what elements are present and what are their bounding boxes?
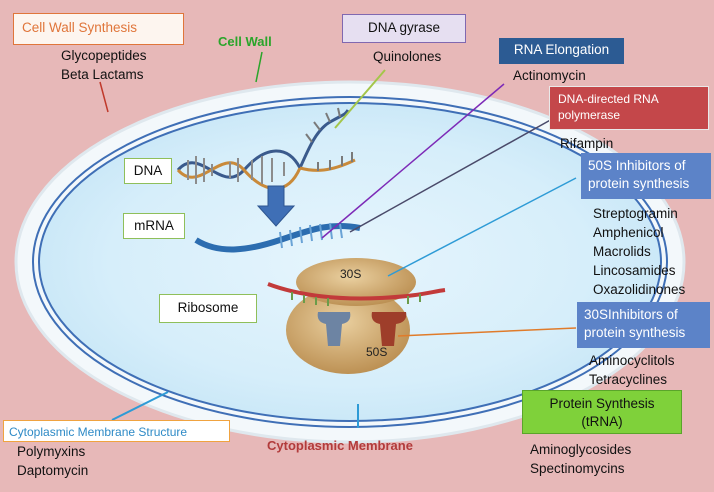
- pointer-50s-inhibitors: [387, 177, 577, 277]
- drug-aminocyclitols: Aminocyclitols: [589, 353, 675, 368]
- drug-actinomycin: Actinomycin: [513, 68, 586, 83]
- cell-wall-synthesis-drugs: Glycopeptides Beta Lactams: [61, 46, 147, 84]
- ribosome-30s-subunit: [296, 258, 416, 306]
- drug-oxazolidinones: Oxazolidinones: [593, 282, 686, 297]
- trna-red: [371, 312, 407, 346]
- ribosome-50s-subunit: [286, 286, 410, 374]
- protein-synthesis-box: Protein Synthesis (tRNA): [522, 390, 682, 434]
- inhibitors-50s-drugs: Streptogramin Amphenicol Macrolids Linco…: [593, 204, 685, 299]
- cytoplasmic-membrane-outer: [32, 96, 668, 428]
- membrane-structure-box: Cytoplasmic Membrane Structure: [3, 420, 230, 442]
- cytoplasmic-membrane-label: Cytoplasmic Membrane: [267, 438, 413, 453]
- mrna-label: mRNA: [123, 213, 185, 239]
- rna-elongation-box: RNA Elongation: [499, 38, 624, 64]
- drug-glycopeptides: Glycopeptides: [61, 48, 147, 63]
- drug-lincosamides: Lincosamides: [593, 263, 676, 278]
- drug-rifampin: Rifampin: [560, 136, 614, 151]
- drug-aminoglycosides: Aminoglycosides: [530, 442, 632, 457]
- pointer-rna-polymerase: [349, 117, 555, 233]
- pointer-dna-gyrase: [334, 69, 386, 129]
- drug-polymyxins: Polymyxins: [17, 444, 86, 459]
- membrane-structure-drugs: Polymyxins Daptomycin: [17, 442, 88, 480]
- ribosome: [267, 258, 446, 374]
- cell-wall-label: Cell Wall: [218, 34, 272, 49]
- drug-tetracyclines: Tetracyclines: [589, 372, 668, 387]
- inhibitors-30s-drugs: Aminocyclitols Tetracyclines: [589, 351, 675, 389]
- trna-blue: [317, 312, 351, 346]
- drug-macrolids: Macrolids: [593, 244, 651, 259]
- pointer-cell-wall: [255, 51, 263, 83]
- inhibitors-50s-box: 50S Inhibitors of protein synthesis: [581, 153, 711, 199]
- ribosome-label: Ribosome: [159, 294, 257, 323]
- pointer-30s-inhibitors: [397, 327, 577, 337]
- ribosome-50s-label: 50S: [366, 345, 388, 359]
- drug-daptomycin: Daptomycin: [17, 463, 89, 478]
- ribosome-30s-label: 30S: [340, 267, 362, 281]
- drug-quinolones: Quinolones: [373, 49, 442, 64]
- transcription-arrow: [256, 185, 296, 227]
- dna-label: DNA: [124, 158, 172, 184]
- dna-gyrase-box: DNA gyrase: [342, 14, 466, 43]
- inhibitors-30s-box: 30SInhibitors of protein synthesis: [577, 302, 710, 348]
- drug-amphenicol: Amphenicol: [593, 225, 664, 240]
- pointer-rna-elongation: [321, 83, 505, 239]
- protein-synthesis-drugs: Aminoglycosides Spectinomycins: [530, 440, 631, 478]
- pointer-cell-wall-synthesis: [99, 81, 109, 113]
- drug-beta-lactams: Beta Lactams: [61, 67, 144, 82]
- drug-spectinomycins: Spectinomycins: [530, 461, 625, 476]
- drug-streptogramin: Streptogramin: [593, 206, 678, 221]
- dna-helix: [176, 107, 356, 190]
- rna-polymerase-box: DNA-directed RNA polymerase: [549, 86, 709, 130]
- cell-wall-synthesis-box: Cell Wall Synthesis: [13, 13, 184, 45]
- ribosome-mrna-strand: [267, 282, 446, 301]
- pointer-membrane-structure: [111, 391, 169, 421]
